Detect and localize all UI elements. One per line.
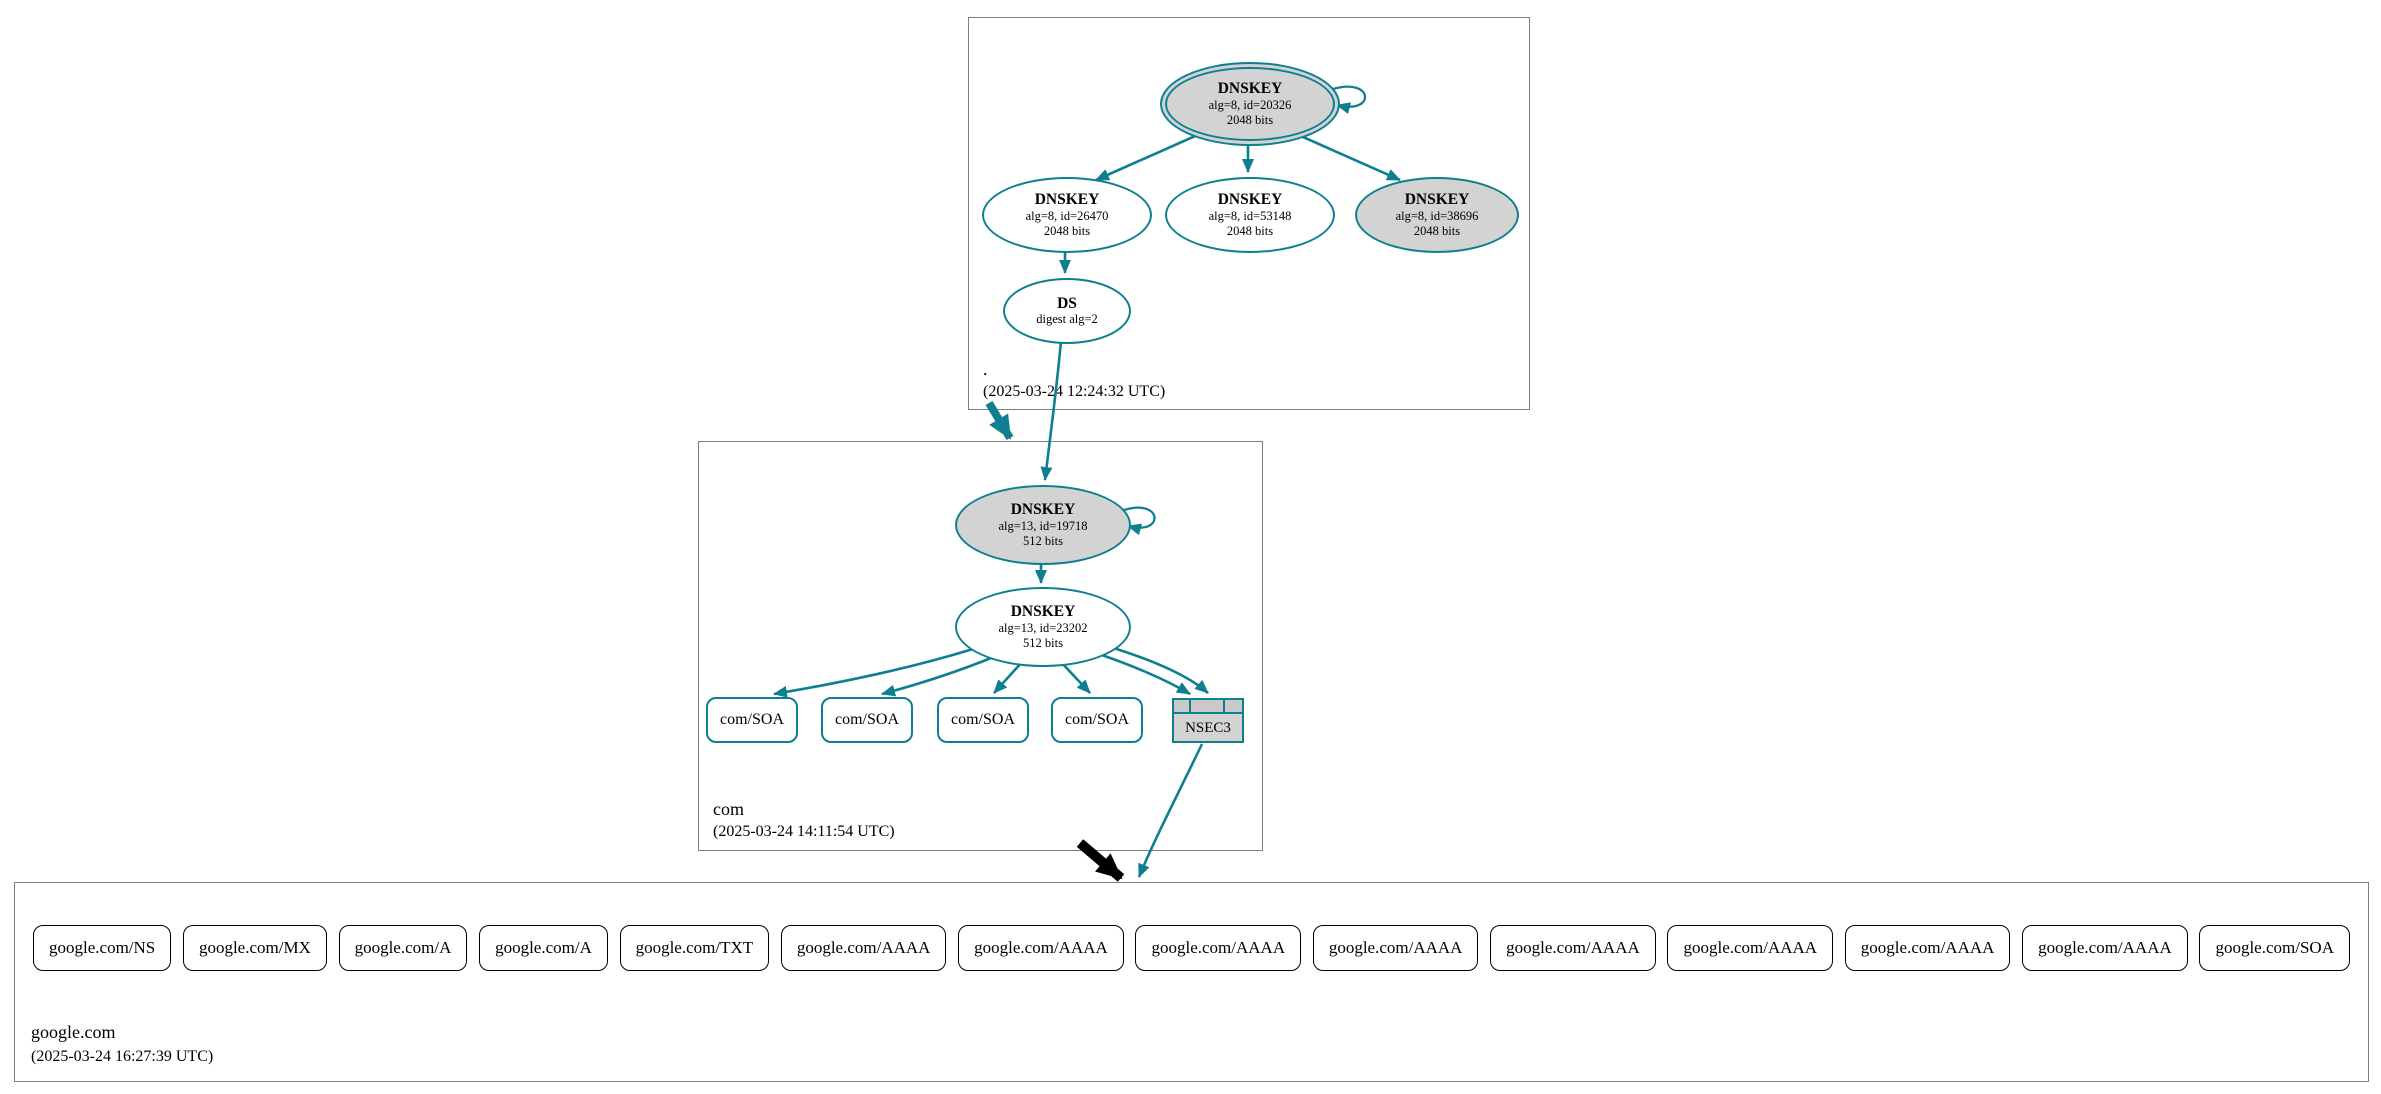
record-node: google.com/A: [338, 925, 468, 971]
soa-node: com/SOA: [1051, 697, 1143, 743]
nsec3-label: NSEC3: [1185, 720, 1231, 736]
dnskey-alg-id: alg=13, id=19718: [998, 518, 1088, 533]
record-node: google.com/MX: [182, 925, 327, 971]
soa-node: com/SOA: [937, 697, 1029, 743]
dnskey-title: DNSKEY: [1034, 191, 1100, 209]
dnskey-bits: 2048 bits: [1226, 223, 1274, 238]
dnskey-alg-id: alg=8, id=26470: [1025, 208, 1109, 223]
dnskey-node-root-ksk-38696: DNSKEY alg=8, id=38696 2048 bits: [1355, 177, 1519, 253]
record-node: google.com/AAAA: [1844, 925, 2011, 971]
dnskey-bits: 512 bits: [1023, 533, 1063, 548]
record-node: google.com/AAAA: [1490, 925, 1656, 971]
dnskey-node-root-zsk-26470: DNSKEY alg=8, id=26470 2048 bits: [982, 177, 1152, 253]
soa-node: com/SOA: [821, 697, 913, 743]
record-node: google.com/A: [479, 925, 608, 971]
ds-title: DS: [1057, 294, 1077, 312]
record-node: google.com/AAAA: [780, 925, 947, 971]
dnskey-node-com-zsk-23202: DNSKEY alg=13, id=23202 512 bits: [955, 587, 1131, 667]
dnskey-title: DNSKEY: [1010, 603, 1076, 621]
record-node: google.com/AAAA: [1135, 925, 1302, 971]
google-records-row: google.com/NS google.com/MX google.com/A…: [33, 925, 2350, 971]
dnskey-title: DNSKEY: [1217, 191, 1283, 209]
nsec3-cell: [1225, 700, 1242, 712]
nsec3-cell: [1174, 700, 1191, 712]
soa-node: com/SOA: [706, 697, 798, 743]
nsec3-node: NSEC3: [1172, 698, 1244, 743]
dnskey-node-com-ksk-19718: DNSKEY alg=13, id=19718 512 bits: [955, 485, 1131, 565]
dnskey-alg-id: alg=8, id=53148: [1208, 208, 1292, 223]
dnskey-title: DNSKEY: [1404, 191, 1470, 209]
zone-label-google: google.com: [31, 1022, 116, 1042]
zone-timestamp-google: (2025-03-24 16:27:39 UTC): [31, 1048, 214, 1065]
zone-label-root: .: [983, 359, 988, 379]
dnskey-node-root-ksk-20326: DNSKEY alg=8, id=20326 2048 bits: [1160, 62, 1340, 146]
dnskey-bits: 2048 bits: [1043, 223, 1091, 238]
dnskey-bits: 2048 bits: [1226, 112, 1274, 127]
zone-timestamp-com: (2025-03-24 14:11:54 UTC): [713, 823, 895, 840]
dnskey-alg-id: alg=13, id=23202: [998, 620, 1088, 635]
dnskey-node-root-zsk-53148: DNSKEY alg=8, id=53148 2048 bits: [1165, 177, 1335, 253]
zone-label-com: com: [713, 799, 744, 819]
dnskey-alg-id: alg=8, id=38696: [1395, 208, 1479, 223]
record-node: google.com/AAAA: [2022, 925, 2188, 971]
dnskey-bits: 512 bits: [1023, 635, 1063, 650]
record-node: google.com/NS: [33, 925, 172, 971]
zone-timestamp-root: (2025-03-24 12:24:32 UTC): [983, 383, 1166, 400]
record-node: google.com/SOA: [2199, 925, 2350, 971]
record-node: google.com/TXT: [619, 925, 770, 971]
dnskey-title: DNSKEY: [1217, 80, 1283, 98]
record-node: google.com/AAAA: [1312, 925, 1479, 971]
record-node: google.com/AAAA: [1667, 925, 1834, 971]
dnskey-alg-id: alg=8, id=20326: [1208, 97, 1292, 112]
ds-digest: digest alg=2: [1036, 312, 1098, 327]
dnskey-bits: 2048 bits: [1413, 223, 1461, 238]
nsec3-cell: [1191, 700, 1225, 712]
zone-box-google: google.com/NS google.com/MX google.com/A…: [14, 882, 2369, 1082]
ds-node-root: DS digest alg=2: [1003, 278, 1131, 344]
record-node: google.com/AAAA: [958, 925, 1124, 971]
dnskey-title: DNSKEY: [1010, 501, 1076, 519]
nsec3-header-cells: [1174, 700, 1242, 714]
